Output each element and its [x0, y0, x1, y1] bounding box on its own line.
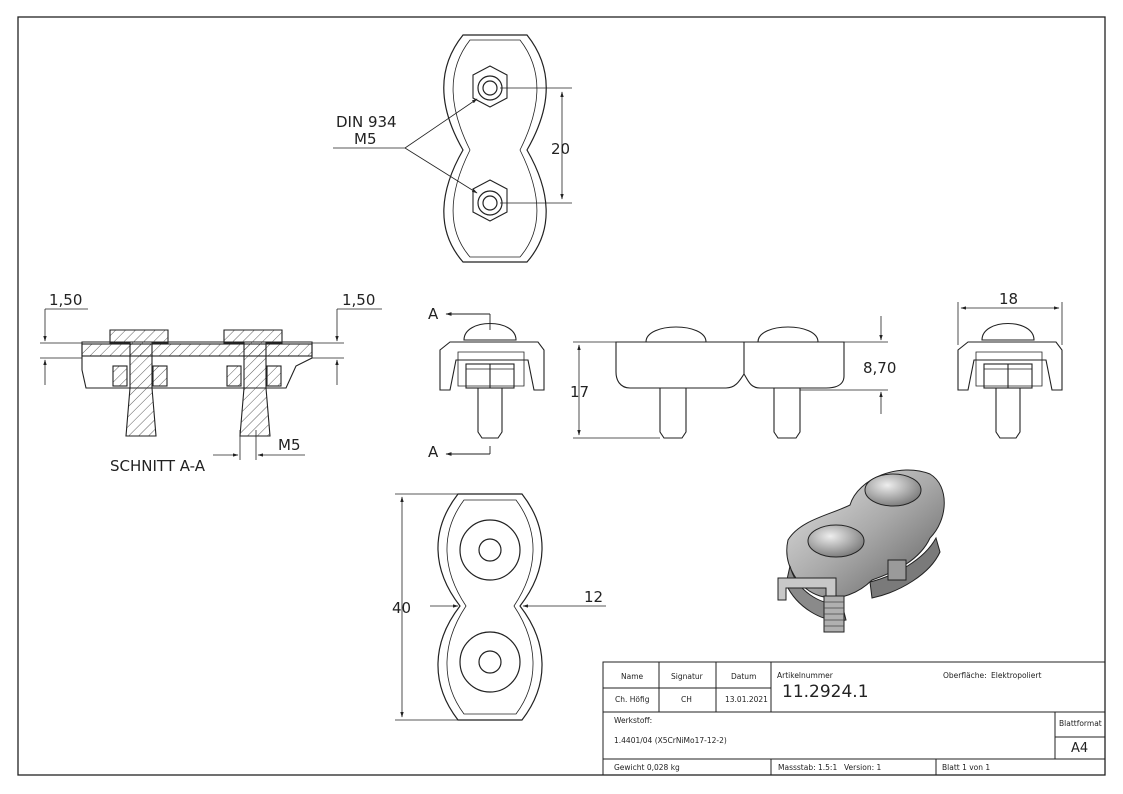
dimension-thickness-right-label: 1,50 [342, 291, 375, 309]
nut-callout-leader [333, 98, 478, 194]
dimension-head-height-label: 8,70 [863, 359, 896, 377]
nut-callout-line1: DIN 934 [336, 113, 397, 131]
section-cut-line [445, 312, 491, 456]
end-view-right [957, 322, 1063, 439]
tb-format-value: A4 [1071, 741, 1088, 756]
end-view-left [439, 322, 545, 439]
isometric-view [777, 469, 945, 633]
dimension-thickness-right [312, 308, 382, 385]
tb-date: 13.01.2021 [725, 695, 768, 704]
dimension-head-height [800, 316, 888, 414]
top-view [443, 34, 547, 263]
tb-material-value: 1.4401/04 (X5CrNiMo17-12-2) [614, 736, 727, 745]
dimension-spacing [500, 87, 572, 204]
tb-signature: CH [681, 695, 692, 704]
section-marker-bottom: A [428, 443, 439, 461]
sheet-border [17, 16, 1106, 776]
tb-name: Ch. Höfig [615, 695, 650, 704]
side-view [615, 326, 845, 439]
section-view [81, 329, 313, 437]
nut-callout-line2: M5 [354, 130, 377, 148]
dimension-thread-label: M5 [278, 436, 301, 454]
tb-scale: Massstab: 1.5:1 [778, 763, 837, 772]
bottom-view [437, 493, 543, 721]
dimension-thickness-left-label: 1,50 [49, 291, 82, 309]
dimension-width [957, 302, 1063, 345]
dimension-spacing-label: 20 [551, 140, 570, 158]
dimension-length [395, 493, 458, 721]
tb-surface-value: Elektropoliert [991, 671, 1041, 680]
tb-surface-label: Oberfläche: [943, 671, 987, 680]
tb-sheet: Blatt 1 von 1 [942, 763, 990, 772]
tb-article-label: Artikelnummer [777, 671, 834, 680]
tb-weight: Gewicht 0,028 kg [614, 763, 680, 772]
tb-version: Version: 1 [844, 763, 881, 772]
tb-signature-header: Signatur [671, 672, 704, 681]
tb-article-number: 11.2924.1 [782, 682, 869, 702]
tb-format-label: Blattformat [1059, 719, 1102, 728]
dimension-height-label: 17 [570, 383, 589, 401]
dimension-thickness-left [40, 308, 88, 385]
dimension-width-label: 18 [999, 290, 1018, 308]
tb-material-label: Werkstoff: [614, 716, 652, 725]
dimension-thread [213, 430, 305, 460]
tb-name-header: Name [621, 672, 644, 681]
section-label: SCHNITT A-A [110, 457, 206, 475]
dimension-height [573, 341, 660, 439]
section-marker-top: A [428, 305, 439, 323]
dimension-length-label: 40 [392, 599, 411, 617]
tb-date-header: Datum [731, 672, 756, 681]
title-block-frame [602, 661, 1106, 776]
dimension-waist-label: 12 [584, 588, 603, 606]
